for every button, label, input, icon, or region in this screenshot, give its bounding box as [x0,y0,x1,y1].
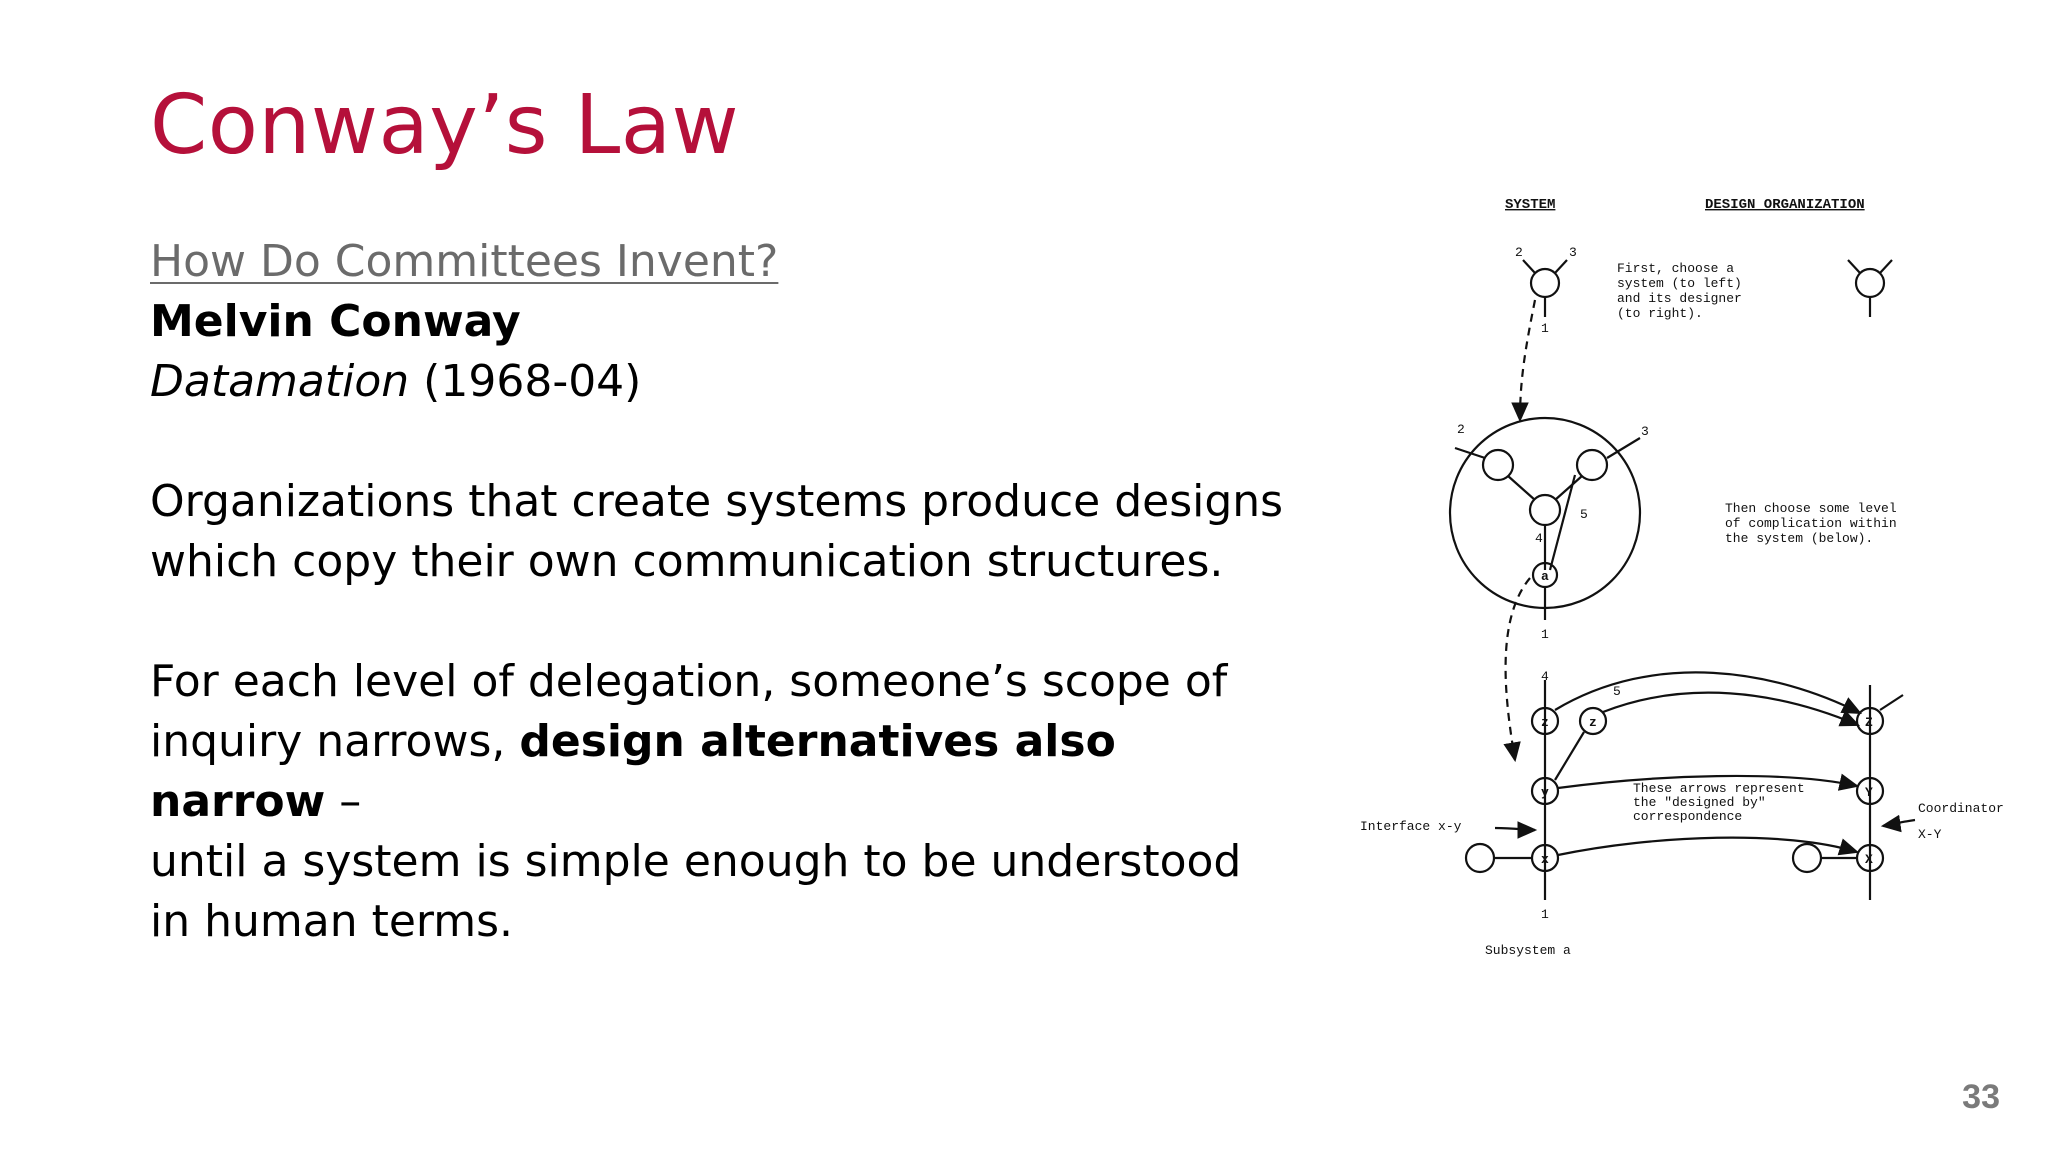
svg-text:y: y [1541,785,1549,800]
paragraph-2-line-2-post: – [325,776,362,827]
note-arrows: These arrows represent the "designed by"… [1633,781,1805,824]
svg-text:Z: Z [1865,715,1873,730]
note-then-choose: Then choose some level of complication w… [1725,501,1897,546]
page-number: 33 [1962,1078,2000,1116]
label-2: 2 [1515,245,1523,260]
slide-title: Conway’s Law [150,78,740,173]
svg-text:3: 3 [1641,424,1649,439]
paragraph-2-line-4: in human terms. [150,896,513,947]
svg-text:correspondence: correspondence [1633,809,1742,824]
svg-text:and its designer: and its designer [1617,291,1742,306]
slide-body: How Do Committees Invent? Melvin Conway … [150,232,1290,952]
svg-text:the system (below).: the system (below). [1725,531,1873,546]
svg-text:2: 2 [1457,422,1465,437]
paragraph-2-line-1: For each level of delegation, someone’s … [150,656,1228,707]
system-node [1529,267,1561,299]
paragraph-1-line-1: Organizations that create systems produc… [150,476,1284,527]
svg-text:5: 5 [1613,684,1621,699]
paragraph-2: For each level of delegation, someone’s … [150,652,1290,952]
label-xy: X-Y [1918,827,1942,842]
label-interface: Interface x-y [1360,819,1462,834]
header-system: SYSTEM [1505,197,1555,213]
svg-text:X: X [1865,852,1873,867]
svg-text:4: 4 [1541,669,1549,684]
svg-text:a: a [1541,569,1549,584]
paragraph-2-line-2-pre: inquiry narrows, [150,716,520,767]
svg-text:z: z [1589,715,1597,730]
conway-diagram: SYSTEM DESIGN ORGANIZATION 2 3 1 First, … [1360,197,2004,958]
emphasis-text: design alternatives also narrow [150,716,1116,827]
svg-text:1: 1 [1541,627,1549,642]
note-first-choose: First, choose a system (to left) and its… [1617,261,1742,321]
author-name: Melvin Conway [150,296,521,347]
paragraph-2-line-3: until a system is simple enough to be un… [150,836,1242,887]
svg-text:1: 1 [1541,907,1549,922]
svg-text:of complication within: of complication within [1725,516,1897,531]
designer-node [1854,267,1886,299]
label-coordinator: Coordinator [1918,801,2004,816]
svg-text:These arrows represent: These arrows represent [1633,781,1805,796]
header-design-organization: DESIGN ORGANIZATION [1705,197,1865,213]
svg-text:system (to left): system (to left) [1617,276,1742,291]
publication-date: (1968-04) [423,356,642,407]
label-subsystem: Subsystem a [1485,943,1571,958]
publication-line: Datamation (1968-04) [150,352,1290,412]
svg-text:the "designed by": the "designed by" [1633,795,1766,810]
paragraph-1: Organizations that create systems produc… [150,472,1290,592]
label-3: 3 [1569,245,1577,260]
paragraph-2-line-2: inquiry narrows, design alternatives als… [150,712,1290,832]
svg-text:First, choose a: First, choose a [1617,261,1734,276]
svg-text:(to right).: (to right). [1617,306,1703,321]
svg-text:5: 5 [1580,507,1588,522]
paragraph-1-line-2: which copy their own communication struc… [150,536,1224,587]
svg-text:4: 4 [1535,531,1543,546]
svg-text:Then choose some level: Then choose some level [1725,501,1897,516]
publication-name: Datamation [150,356,410,407]
label-1: 1 [1541,321,1549,336]
svg-text:z: z [1541,715,1549,730]
paper-link[interactable]: How Do Committees Invent? [150,236,779,287]
svg-text:Y: Y [1865,785,1873,800]
svg-text:x: x [1541,852,1549,867]
